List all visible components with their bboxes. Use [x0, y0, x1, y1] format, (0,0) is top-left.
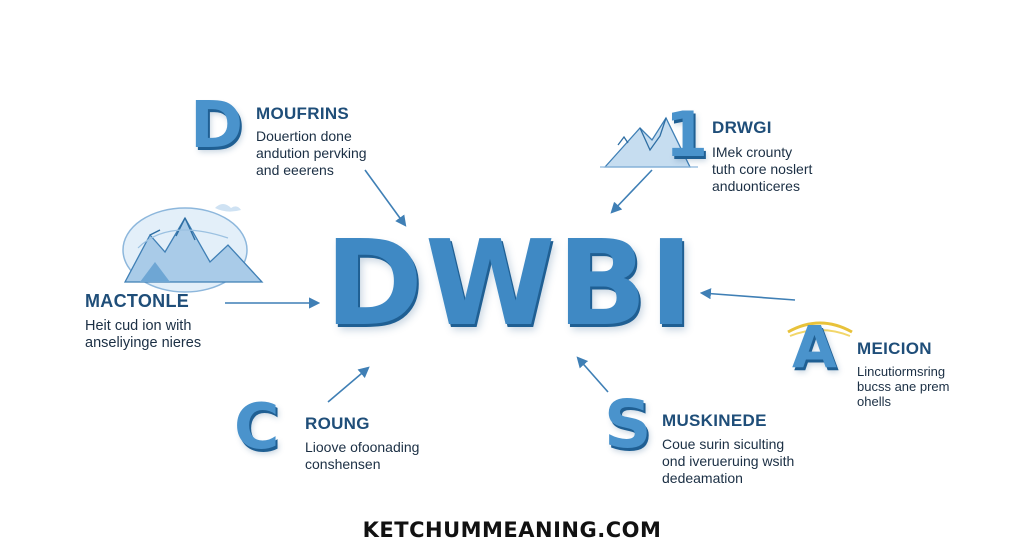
node-a-line: ohells — [857, 394, 891, 409]
node-c-line: conshensen — [305, 456, 381, 472]
node-d-line: andution pervking — [256, 145, 367, 161]
node-a-title: MEICION — [857, 339, 932, 358]
node-s-line: dedeamation — [662, 470, 743, 486]
arrow-s-to-center — [576, 356, 609, 393]
node-d-letter: D — [190, 89, 244, 163]
node-one-description: IMek crounty tuth core noslert anduontic… — [712, 144, 812, 195]
arrow-c-to-center — [327, 366, 370, 403]
node-s-line: Coue surin siculting — [662, 436, 785, 452]
node-one-line: tuth core noslert — [712, 161, 813, 177]
footer-watermark: KETCHUMMEANING.COM — [362, 518, 662, 542]
node-c-letter: C — [234, 390, 280, 463]
node-one-title: DRWGI — [712, 118, 772, 137]
node-c-description: Lioove ofoonading conshensen — [305, 439, 419, 473]
node-s-description: Coue surin siculting ond iverueruing wsi… — [662, 436, 794, 487]
center-title: DWBI — [325, 214, 695, 352]
arrow-a-to-center — [699, 288, 796, 301]
node-mactonle-line: anseliyinge nieres — [85, 335, 202, 351]
node-s-line: ond iverueruing wsith — [662, 453, 795, 469]
node-a-letter: A — [792, 313, 837, 381]
node-mactonle-line: Heit cud ion with — [85, 318, 192, 334]
node-c-title: ROUNG — [305, 414, 370, 433]
arrow-d-to-center — [364, 169, 407, 227]
node-s-letter: S — [604, 386, 652, 463]
node-a-description: Lincutiormsring bucss ane prem ohells — [857, 364, 950, 409]
node-d-line: Douertion done — [256, 128, 352, 144]
node-d-line: and eeerens — [256, 162, 334, 178]
node-one-line: anduonticeres — [712, 178, 800, 194]
node-a-line: Lincutiormsring — [857, 364, 946, 379]
arrow-one-to-center — [610, 169, 653, 214]
node-c-line: Lioove ofoonading — [305, 439, 420, 455]
node-s-title: MUSKINEDE — [662, 411, 767, 430]
node-mactonle-description: Heit cud ion with anseliyinge nieres — [85, 318, 201, 352]
node-mactonle-title: MACTONLE — [85, 291, 190, 311]
node-one-letter: 1 — [665, 98, 709, 171]
node-one-line: IMek crounty — [712, 144, 793, 160]
node-d-description: Douertion done andution pervking and eee… — [256, 128, 367, 179]
node-d-title: MOUFRINS — [256, 104, 350, 123]
node-a-line: bucss ane prem — [857, 379, 950, 394]
